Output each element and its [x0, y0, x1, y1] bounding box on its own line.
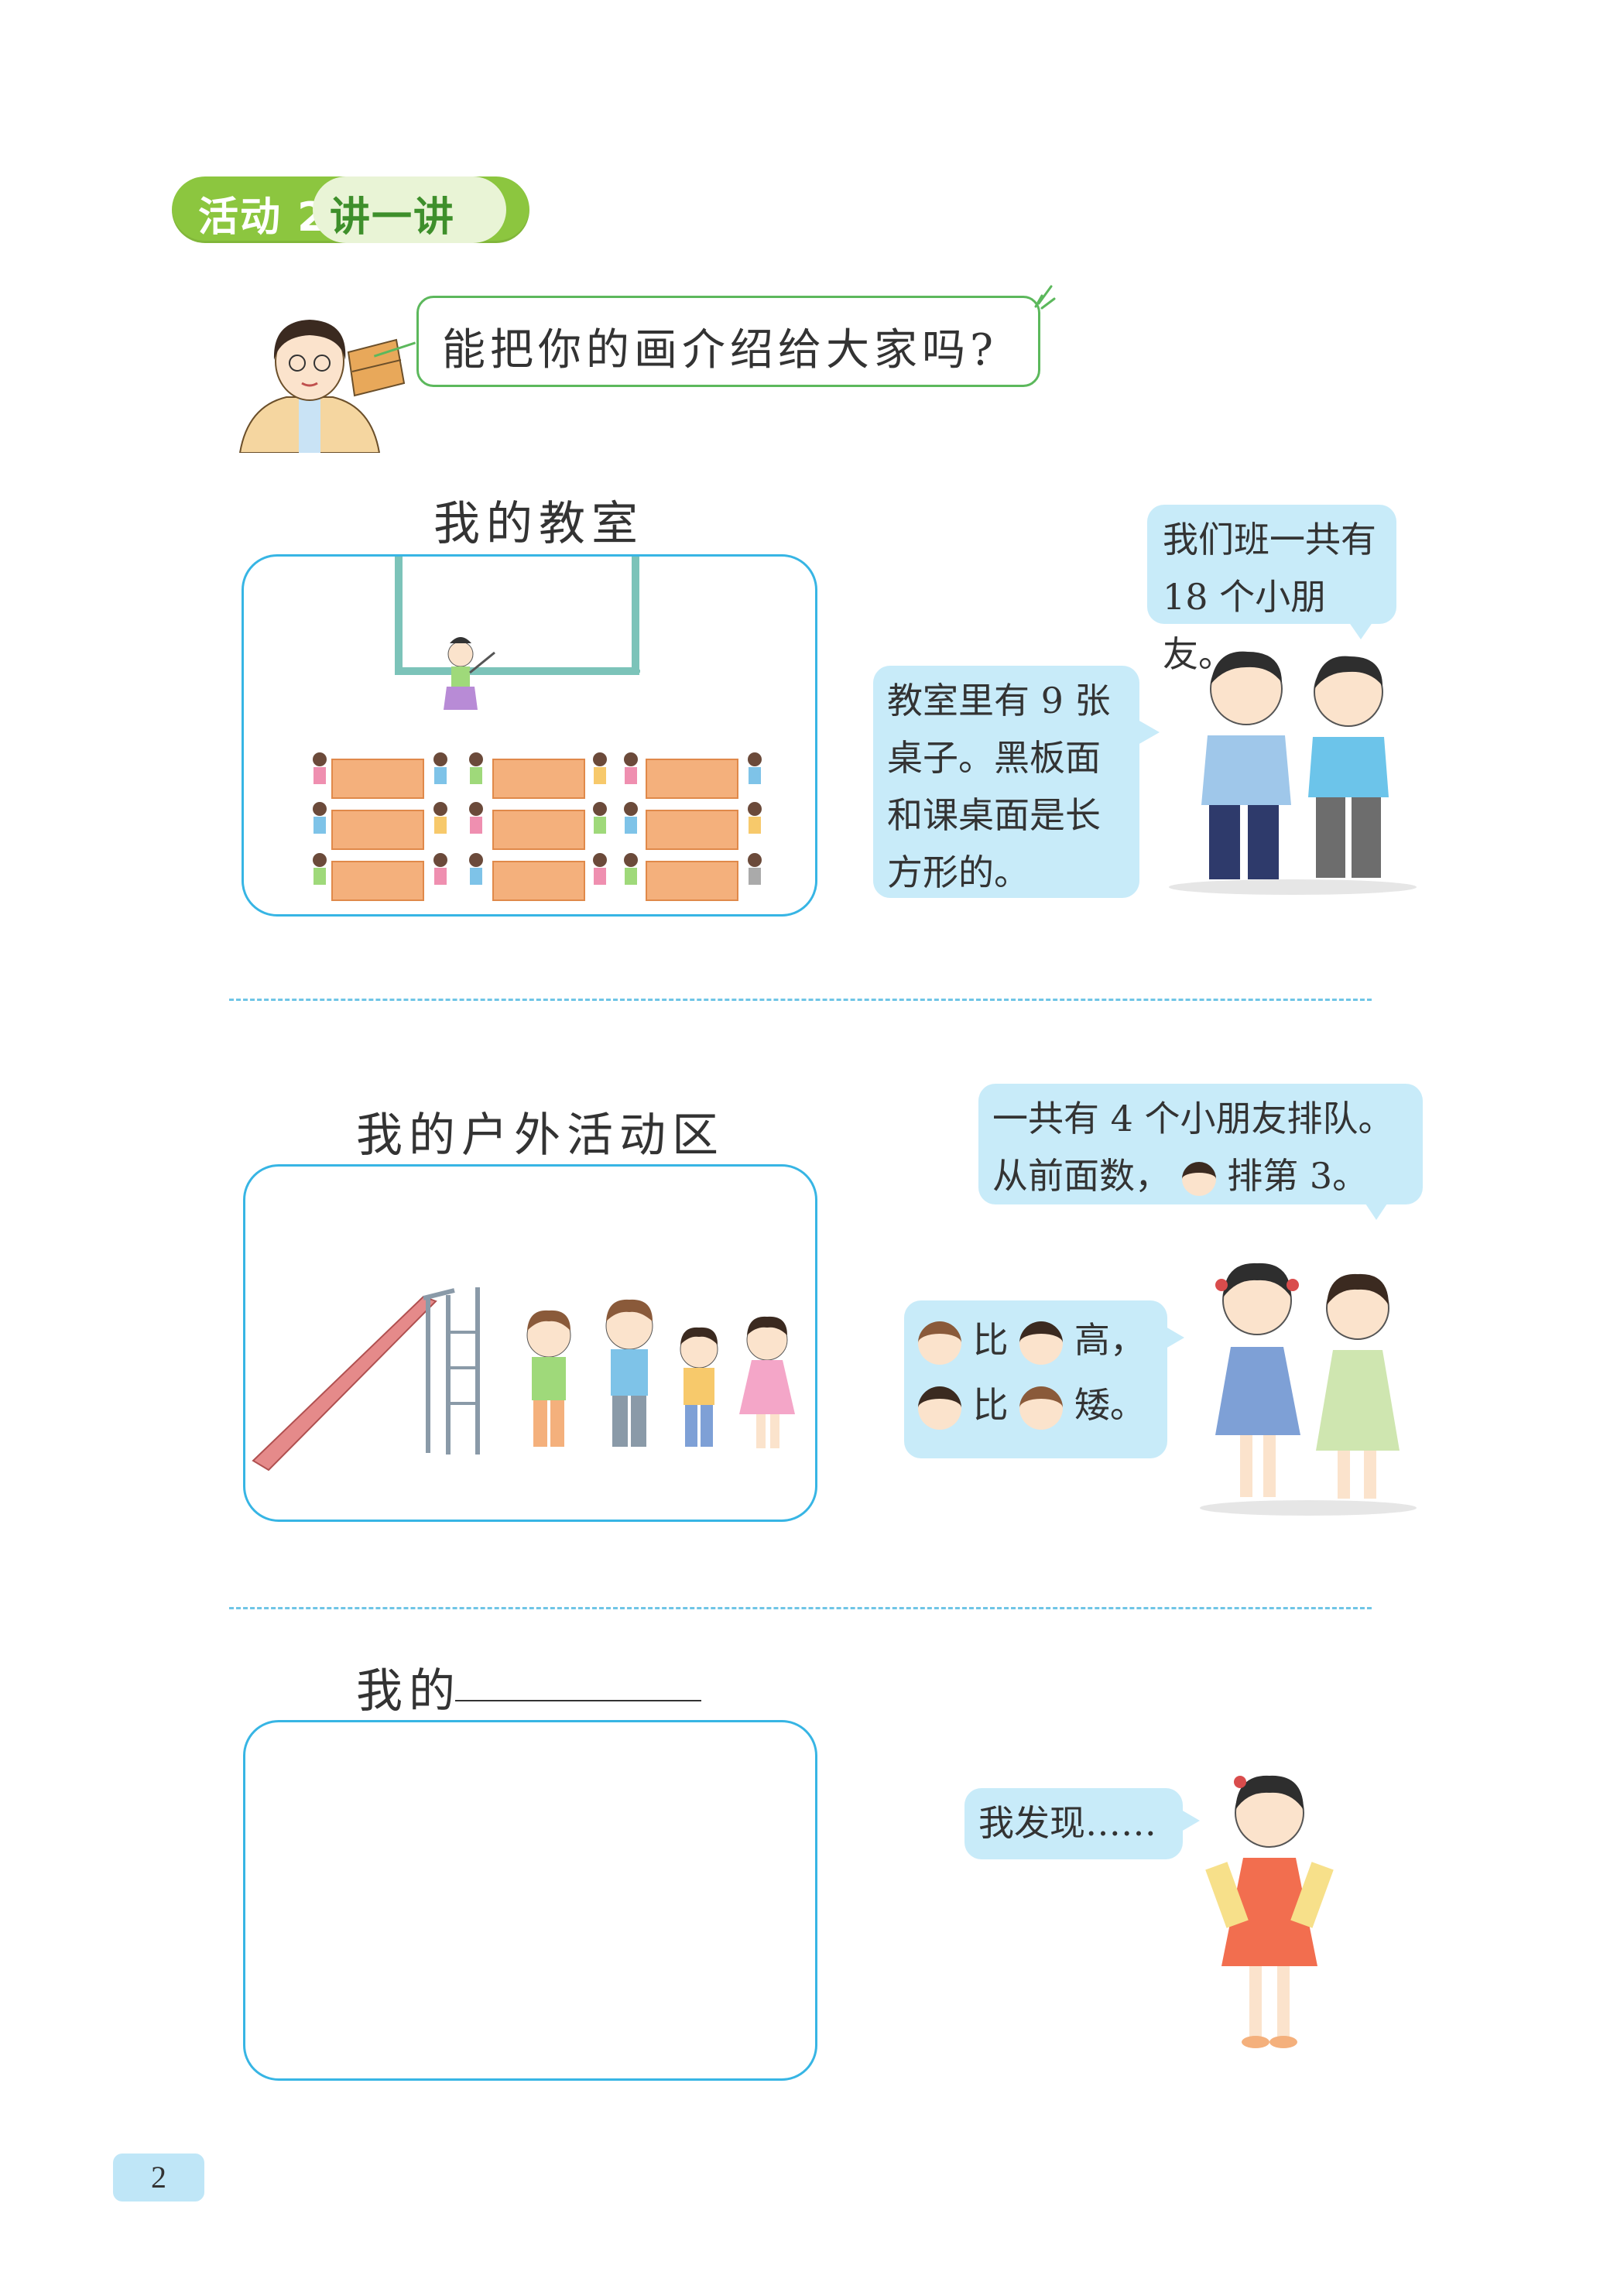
bubble-tail: [1181, 1810, 1200, 1831]
divider: [229, 999, 1372, 1001]
page-number: 2: [113, 2154, 204, 2201]
bubble-line: 桌子。黑板面: [887, 737, 1101, 779]
divider: [229, 1607, 1372, 1609]
boy-face-icon: [1181, 1162, 1216, 1196]
bubble-line: 比 高，: [918, 1311, 1153, 1369]
bubble-text: 比: [972, 1319, 1009, 1361]
boys-bubble-desks: 教室里有 9 张 桌子。黑板面 和课桌面是长 方形的。: [873, 666, 1139, 898]
girl-face-icon: [1019, 1321, 1064, 1365]
activity-title-pill: 讲一讲: [313, 176, 506, 243]
bubble-tail: [1138, 720, 1160, 745]
girl-bubble-discover: 我发现……: [964, 1788, 1183, 1859]
bubble-text: 排第 3。: [1227, 1155, 1369, 1197]
teacher-illustration: [238, 320, 406, 453]
outdoor-drawing: [252, 1287, 795, 1472]
classroom-drawing: [313, 557, 762, 901]
two-boys-illustration: [1169, 651, 1417, 895]
bubble-text: 比: [972, 1384, 1009, 1426]
bubble-text: 高，: [1074, 1319, 1146, 1361]
activity-badge: 活动 2： 讲一讲: [172, 176, 529, 243]
blank-drawing-frame[interactable]: [243, 1720, 817, 2081]
bubble-tail: [1364, 1201, 1389, 1220]
bubble-line: 一共有 4 个小朋友排队。: [992, 1098, 1394, 1139]
bubble-text: 从前面数，: [992, 1155, 1170, 1197]
bubble-tail: [1347, 619, 1375, 639]
teacher-question-bubble: 能把你的画介绍给大家吗?: [416, 296, 1040, 387]
girl-illustration: [1205, 1775, 1334, 2048]
bubble-text: 矮。: [1074, 1384, 1146, 1426]
bubble-line: 比 矮。: [918, 1376, 1153, 1434]
emphasis-marks-icon: [1034, 285, 1056, 310]
activity-title: 讲一讲: [330, 194, 456, 241]
classroom-drawing-frame: [242, 554, 817, 917]
boy-face-icon: [918, 1321, 961, 1365]
bubble-line: 我们班一共有: [1163, 519, 1376, 560]
outdoor-drawing-frame: [243, 1164, 817, 1522]
bubble-line: 教室里有 9 张: [887, 680, 1111, 721]
girls-bubble-compare: 比 高， 比 矮。: [904, 1300, 1167, 1458]
bubble-line: 方形的。: [887, 851, 1030, 893]
section1-title: 我的教室: [433, 497, 644, 551]
bubble-tail: [1166, 1327, 1184, 1348]
girl-face-icon: [918, 1386, 961, 1430]
two-girls-illustration: [1200, 1263, 1417, 1516]
fill-in-blank[interactable]: [455, 1700, 701, 1701]
boys-bubble-count: 我们班一共有 18 个小朋友。: [1147, 505, 1396, 675]
bubble-line: 和课桌面是长: [887, 794, 1101, 836]
boy-face-icon: [1019, 1386, 1064, 1430]
bubble-line-2: 从前面数， 排第 3。: [992, 1147, 1409, 1204]
section3-title: 我的: [356, 1664, 461, 1718]
section2-title: 我的户外活动区: [356, 1108, 725, 1163]
girls-bubble-queue: 一共有 4 个小朋友排队。 从前面数， 排第 3。: [978, 1084, 1423, 1204]
